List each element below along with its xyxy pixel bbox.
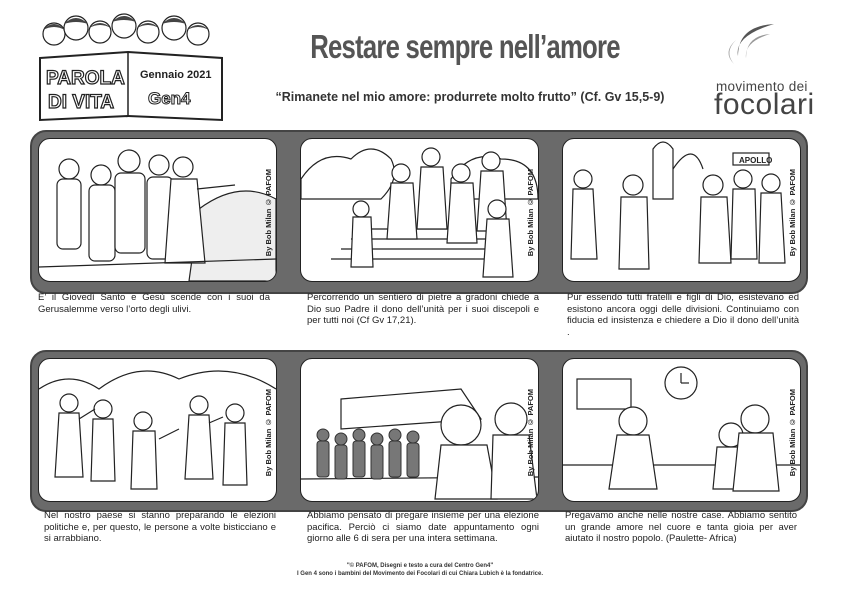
panel-caption-6: Pregavamo anche nelle nostre case. Abbia… bbox=[565, 510, 797, 544]
comic-panel-3: APOLLO By Bob Milan © PAFOM bbox=[562, 138, 801, 282]
gen4-mark: Gen4 bbox=[148, 89, 191, 108]
divided-people-illustration: APOLLO bbox=[570, 141, 786, 270]
footer-note: I Gen 4 sono i bambini del Movimento dei… bbox=[296, 571, 544, 577]
parola-di-vita-logo: PAROLA DI VITA Gennaio 2021 Gen4 bbox=[36, 12, 226, 124]
org-name-line1: movimento dei bbox=[716, 79, 808, 94]
stone-steps-prayer-illustration bbox=[301, 147, 538, 278]
panel-credit: By Bob Milan © PAFOM bbox=[526, 169, 535, 257]
panel-caption-3: Pur essendo tutti fratelli e figli di Di… bbox=[567, 292, 799, 338]
home-prayer-illustration bbox=[563, 366, 800, 492]
page-title: Restare sempre nell’amore bbox=[310, 28, 620, 65]
logo-title-line2: DI VITA bbox=[48, 92, 114, 113]
comic-band-top: By Bob Milan © PAFOM By Bob Milan © PAFO… bbox=[30, 130, 808, 294]
panel-credit: By Bob Milan © PAFOM bbox=[788, 169, 797, 257]
group-prayer-illustration bbox=[301, 388, 538, 500]
focolari-swirl-icon bbox=[716, 22, 816, 122]
panel-credit: By Bob Milan © PAFOM bbox=[788, 389, 797, 477]
jesus-disciples-walking-illustration bbox=[39, 149, 276, 281]
panel-credit: By Bob Milan © PAFOM bbox=[526, 389, 535, 477]
page-subtitle: “Rimanete nel mio amore: produrrete molt… bbox=[275, 90, 665, 104]
arguing-crowd-illustration bbox=[39, 370, 276, 490]
comic-panel-5: By Bob Milan © PAFOM bbox=[300, 358, 539, 502]
panel-caption-2: Percorrendo un sentiero di pietre a grad… bbox=[307, 292, 539, 326]
issue-date: Gennaio 2021 bbox=[140, 69, 212, 81]
panel-caption-1: E’ il Giovedì Santo e Gesù scende con i … bbox=[38, 292, 270, 315]
org-name-line2: focolari bbox=[714, 88, 815, 121]
apollo-sign: APOLLO bbox=[739, 156, 772, 165]
panel-caption-5: Abbiamo pensato di pregare insieme per u… bbox=[307, 510, 539, 544]
comic-band-bottom: By Bob Milan © PAFOM By Bob Milan © PAFO… bbox=[30, 350, 808, 512]
comic-panel-6: By Bob Milan © PAFOM bbox=[562, 358, 801, 502]
children-book-illustration: PAROLA DI VITA Gennaio 2021 Gen4 bbox=[39, 13, 223, 122]
footer-credit: "© PAFOM, Disegni e testo a cura del Cen… bbox=[346, 563, 494, 569]
panel-credit: By Bob Milan © PAFOM bbox=[264, 169, 273, 257]
comic-panel-4: By Bob Milan © PAFOM bbox=[38, 358, 277, 502]
logo-title-line1: PAROLA bbox=[46, 68, 125, 89]
comic-panel-1: By Bob Milan © PAFOM bbox=[38, 138, 277, 282]
comic-panel-2: By Bob Milan © PAFOM bbox=[300, 138, 539, 282]
panel-caption-4: Nel nostro paese si stanno preparando le… bbox=[44, 510, 276, 544]
panel-credit: By Bob Milan © PAFOM bbox=[264, 389, 273, 477]
